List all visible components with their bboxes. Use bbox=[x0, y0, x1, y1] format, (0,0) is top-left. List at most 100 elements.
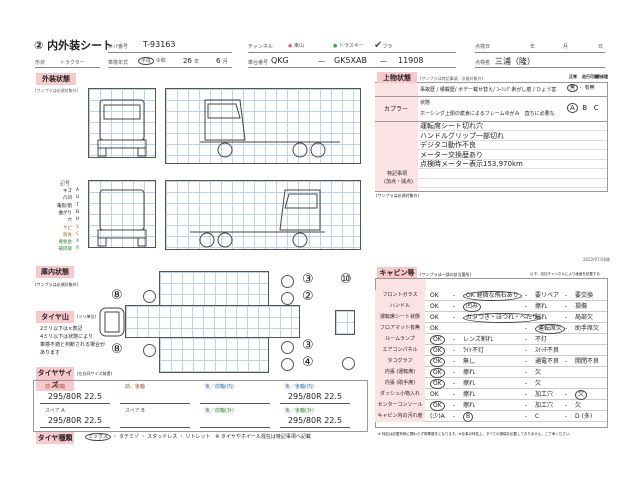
notes-foot: (ワンプラは必須対象外) bbox=[376, 193, 420, 198]
selected-option[interactable]: OK bbox=[430, 379, 445, 389]
tread-circle[interactable] bbox=[281, 341, 294, 354]
tread-circle[interactable] bbox=[281, 358, 294, 371]
note-row[interactable]: 運転席シート切れ穴 bbox=[418, 122, 607, 131]
option[interactable]: 通電不良 bbox=[535, 358, 560, 365]
interior-note: (ワンプラは必須対象外) bbox=[35, 282, 79, 287]
right-side-diagram[interactable] bbox=[165, 180, 361, 250]
selected-option[interactable]: OK bbox=[430, 368, 445, 378]
tread-rear-outer-right[interactable]: ④ bbox=[302, 355, 314, 370]
tread-rear-front-inner-left[interactable]: ③ bbox=[302, 272, 314, 287]
cabin-title: キャビン等 bbox=[377, 267, 417, 279]
tire-type-retread[interactable]: リトレット bbox=[185, 434, 211, 440]
selected-option[interactable]: ガタつき・ほつれ・へたり bbox=[463, 313, 542, 323]
tire-type-studless[interactable]: スタッドレス bbox=[147, 434, 178, 440]
option[interactable]: 擦れ bbox=[463, 380, 476, 387]
selected-option[interactable]: OK bbox=[430, 357, 445, 367]
option[interactable]: OK bbox=[430, 391, 439, 398]
tread-rear-front-outer-left[interactable]: ② bbox=[302, 289, 314, 304]
tread-front-right[interactable]: ⑧ bbox=[111, 342, 123, 357]
selected-option[interactable]: OK bbox=[430, 335, 445, 345]
option[interactable]: 擦れ bbox=[463, 402, 476, 409]
version-label: 2022/07/26版 bbox=[583, 257, 611, 262]
tread-spare-a[interactable]: ⑩ bbox=[340, 272, 352, 287]
note-row[interactable]: 点検時メーター表示153,970km bbox=[418, 160, 607, 169]
option[interactable]: 擦れ bbox=[463, 369, 476, 376]
option[interactable]: C bbox=[535, 413, 540, 420]
option[interactable]: 要交換 bbox=[575, 292, 594, 299]
option[interactable]: OK bbox=[430, 314, 439, 321]
option[interactable]: 擦れ bbox=[463, 391, 476, 398]
tread-circle[interactable] bbox=[143, 344, 156, 357]
tire-size-field[interactable]: 295/80R 22.5 bbox=[280, 416, 350, 428]
note-row[interactable] bbox=[418, 170, 607, 179]
tire-size-field[interactable] bbox=[120, 392, 190, 404]
tire-size-field[interactable]: 295/80R 22.5 bbox=[280, 392, 350, 404]
option[interactable]: D (多) bbox=[575, 413, 593, 420]
option[interactable]: レンズ割れ bbox=[463, 336, 493, 343]
option[interactable]: 破れ bbox=[535, 314, 548, 321]
chassis-part-2: GK5XAB bbox=[334, 56, 367, 65]
option: - bbox=[453, 402, 456, 409]
exterior-title: 外装状態 bbox=[36, 73, 76, 85]
tread-rear-inner-right[interactable]: ③ bbox=[302, 338, 314, 353]
option[interactable]: ﾗｲﾄ不灯 bbox=[463, 347, 485, 354]
option[interactable]: (少)A bbox=[430, 413, 445, 420]
note-row[interactable]: デジタコ動作不良 bbox=[418, 141, 607, 150]
accident-marks: 無 - 有無 bbox=[567, 84, 595, 92]
tire-size-field[interactable] bbox=[120, 416, 190, 428]
note-row[interactable]: ハンドルグリップ一部切れ bbox=[418, 132, 607, 141]
tire-size-field[interactable]: 295/80R 22.5 bbox=[40, 416, 110, 428]
selected-option[interactable]: OK bbox=[430, 401, 445, 411]
note-row[interactable] bbox=[418, 179, 607, 188]
left-side-diagram[interactable] bbox=[165, 88, 361, 164]
option[interactable]: 損傷 bbox=[575, 303, 588, 310]
option[interactable]: 開閉不良 bbox=[575, 358, 600, 365]
selected-option[interactable]: B bbox=[463, 412, 474, 422]
interior-title: 庫内状態 bbox=[36, 266, 74, 278]
option[interactable]: 欠 bbox=[535, 380, 542, 387]
cabin-row-label: フロアマット有無 bbox=[375, 323, 425, 334]
exterior-note: (ワンプラは必須対象外) bbox=[35, 88, 79, 93]
tire-size-field[interactable] bbox=[200, 416, 270, 428]
option[interactable]: 擦れ bbox=[535, 303, 548, 310]
option[interactable]: 無し bbox=[463, 358, 476, 365]
selected-option[interactable]: OK bbox=[430, 346, 445, 356]
tread-front-left[interactable]: ⑧ bbox=[111, 288, 123, 303]
selected-option[interactable]: 運転席欠 bbox=[535, 324, 566, 334]
option[interactable]: 要リペア bbox=[535, 292, 560, 299]
option[interactable]: OK bbox=[430, 303, 439, 310]
selected-option[interactable]: OK 軽微な飛石あり bbox=[463, 291, 522, 301]
option[interactable]: ｽｲｯﾁ不良 bbox=[535, 347, 560, 354]
tire-size-field[interactable] bbox=[200, 392, 270, 404]
option[interactable]: 助手席欠 bbox=[575, 325, 600, 332]
option[interactable]: OK bbox=[430, 292, 439, 299]
tread-circle[interactable] bbox=[281, 275, 294, 288]
option[interactable]: 加工穴 bbox=[535, 402, 554, 409]
cabin-row-label: ダッシュ小物入れ bbox=[375, 389, 425, 400]
option[interactable]: 欠 bbox=[575, 402, 582, 409]
option[interactable]: 加工穴 bbox=[535, 391, 554, 398]
inspector-name: 三浦（隆） bbox=[495, 57, 535, 66]
option[interactable]: 不灯 bbox=[535, 336, 548, 343]
tire-size-field[interactable]: 295/80R 22.5 bbox=[40, 392, 110, 404]
option[interactable]: 欠 bbox=[535, 369, 542, 376]
tread-circle[interactable] bbox=[281, 292, 294, 305]
option[interactable]: OK bbox=[430, 325, 439, 332]
tire-label: 後／前軸(内) bbox=[205, 384, 234, 390]
cabin-row-label: ルームランプ bbox=[375, 334, 425, 345]
selected-option[interactable]: 欠 bbox=[575, 390, 588, 400]
col-drivable: 走行可能 bbox=[582, 74, 598, 79]
stock-label: ｽﾄｯｸ番号 bbox=[108, 44, 129, 50]
tire-type-rib[interactable]: タテミゾ bbox=[119, 434, 140, 440]
selected-option[interactable]: 凹み bbox=[463, 302, 482, 312]
note-row[interactable]: メーター交換歴あり bbox=[418, 151, 607, 160]
tread-circle[interactable] bbox=[143, 290, 156, 303]
shape-label: 形状 bbox=[35, 60, 46, 66]
tire-type-mix[interactable]: ミックス bbox=[85, 433, 111, 441]
tread-spare-b[interactable] bbox=[342, 357, 355, 370]
option[interactable]: 局部欠 bbox=[575, 314, 594, 321]
